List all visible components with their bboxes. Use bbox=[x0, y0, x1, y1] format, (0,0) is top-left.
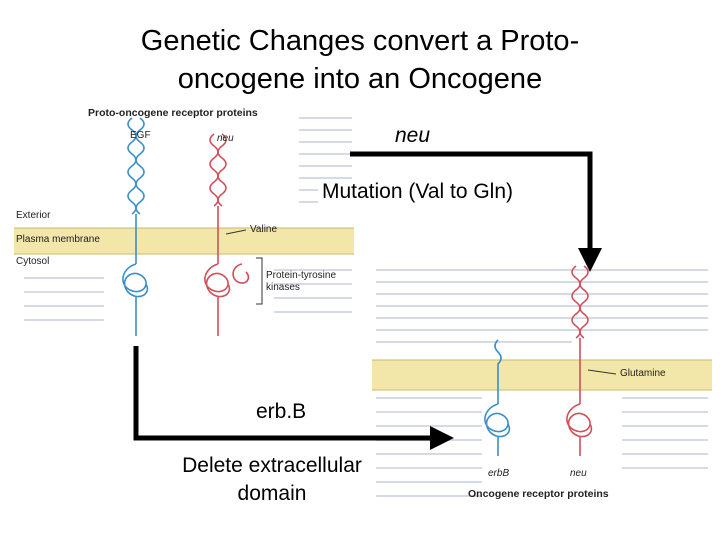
delete-domain-annotation: Delete extracellular domain bbox=[176, 452, 368, 508]
neu-receptor-red bbox=[204, 133, 250, 336]
plasma-membrane-band bbox=[14, 228, 354, 254]
plasma-membrane-label: Plasma membrane bbox=[16, 234, 100, 245]
title-line-1: Genetic Changes convert a Proto- bbox=[140, 25, 580, 57]
mutated-neu-receptor-red bbox=[566, 265, 593, 456]
slide-title: Genetic Changes convert a Proto- oncogen… bbox=[0, 22, 720, 98]
valine-label: Valine bbox=[250, 224, 278, 235]
oncogene-membrane-band bbox=[372, 360, 712, 390]
neu-figure-label: neu bbox=[217, 133, 234, 144]
kinase-label-line-1: Protein-tyrosine bbox=[266, 270, 337, 281]
erbb-annotation: erb.B bbox=[256, 400, 307, 423]
deletion-arrow bbox=[133, 346, 454, 450]
title-line-2: oncogene into an Oncogene bbox=[177, 63, 543, 95]
egf-label: EGF bbox=[130, 130, 151, 141]
exterior-label: Exterior bbox=[16, 210, 51, 221]
glutamine-label: Glutamine bbox=[620, 368, 666, 379]
deletion-arrowhead bbox=[430, 426, 454, 450]
egf-receptor-blue bbox=[122, 117, 149, 336]
mutation-arrow bbox=[350, 151, 602, 272]
kinase-label: Protein-tyrosine kinases bbox=[266, 270, 336, 294]
erbb-receptor-blue bbox=[484, 339, 511, 456]
oncogene-diagram bbox=[372, 265, 712, 497]
proto-figure-heading: Proto-oncogene receptor proteins bbox=[88, 107, 258, 119]
delete-annotation-line-1: Delete extracellular bbox=[182, 454, 362, 477]
mutation-annotation: Mutation (Val to Gln) bbox=[318, 180, 518, 204]
neu-oncogene-figure-label: neu bbox=[570, 468, 587, 479]
erbb-figure-label: erbB bbox=[488, 468, 510, 479]
oncogene-figure-caption: Oncogene receptor proteins bbox=[468, 488, 609, 500]
neu-annotation: neu bbox=[395, 124, 431, 147]
cytosol-label: Cytosol bbox=[16, 256, 50, 267]
mutation-arrowhead bbox=[578, 248, 602, 272]
delete-annotation-line-2: domain bbox=[237, 482, 307, 505]
kinase-label-line-2: kinases bbox=[266, 282, 300, 293]
oncogene-figure: Glutamine erbB neu Oncogene receptor pro… bbox=[372, 262, 712, 507]
